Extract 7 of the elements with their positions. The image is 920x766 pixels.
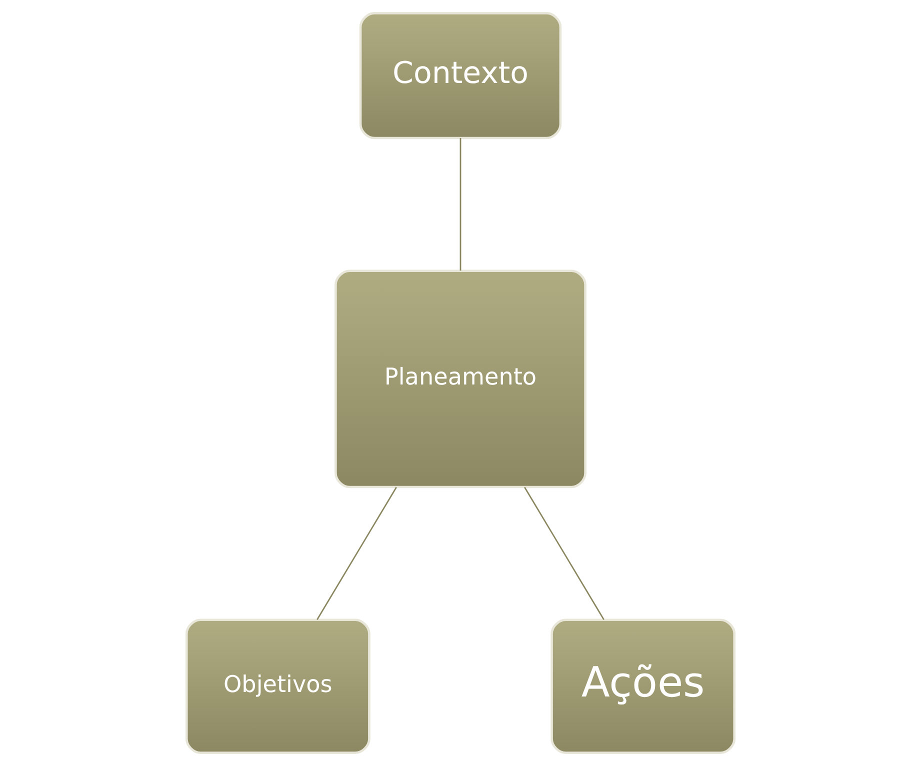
connector <box>459 138 461 271</box>
node-box: Planeamento <box>334 270 586 488</box>
connector <box>316 486 396 620</box>
node-box: Contexto <box>358 12 562 140</box>
connector <box>524 486 604 620</box>
node-box: Ações <box>550 618 736 754</box>
node-box: Objetivos <box>184 618 370 754</box>
